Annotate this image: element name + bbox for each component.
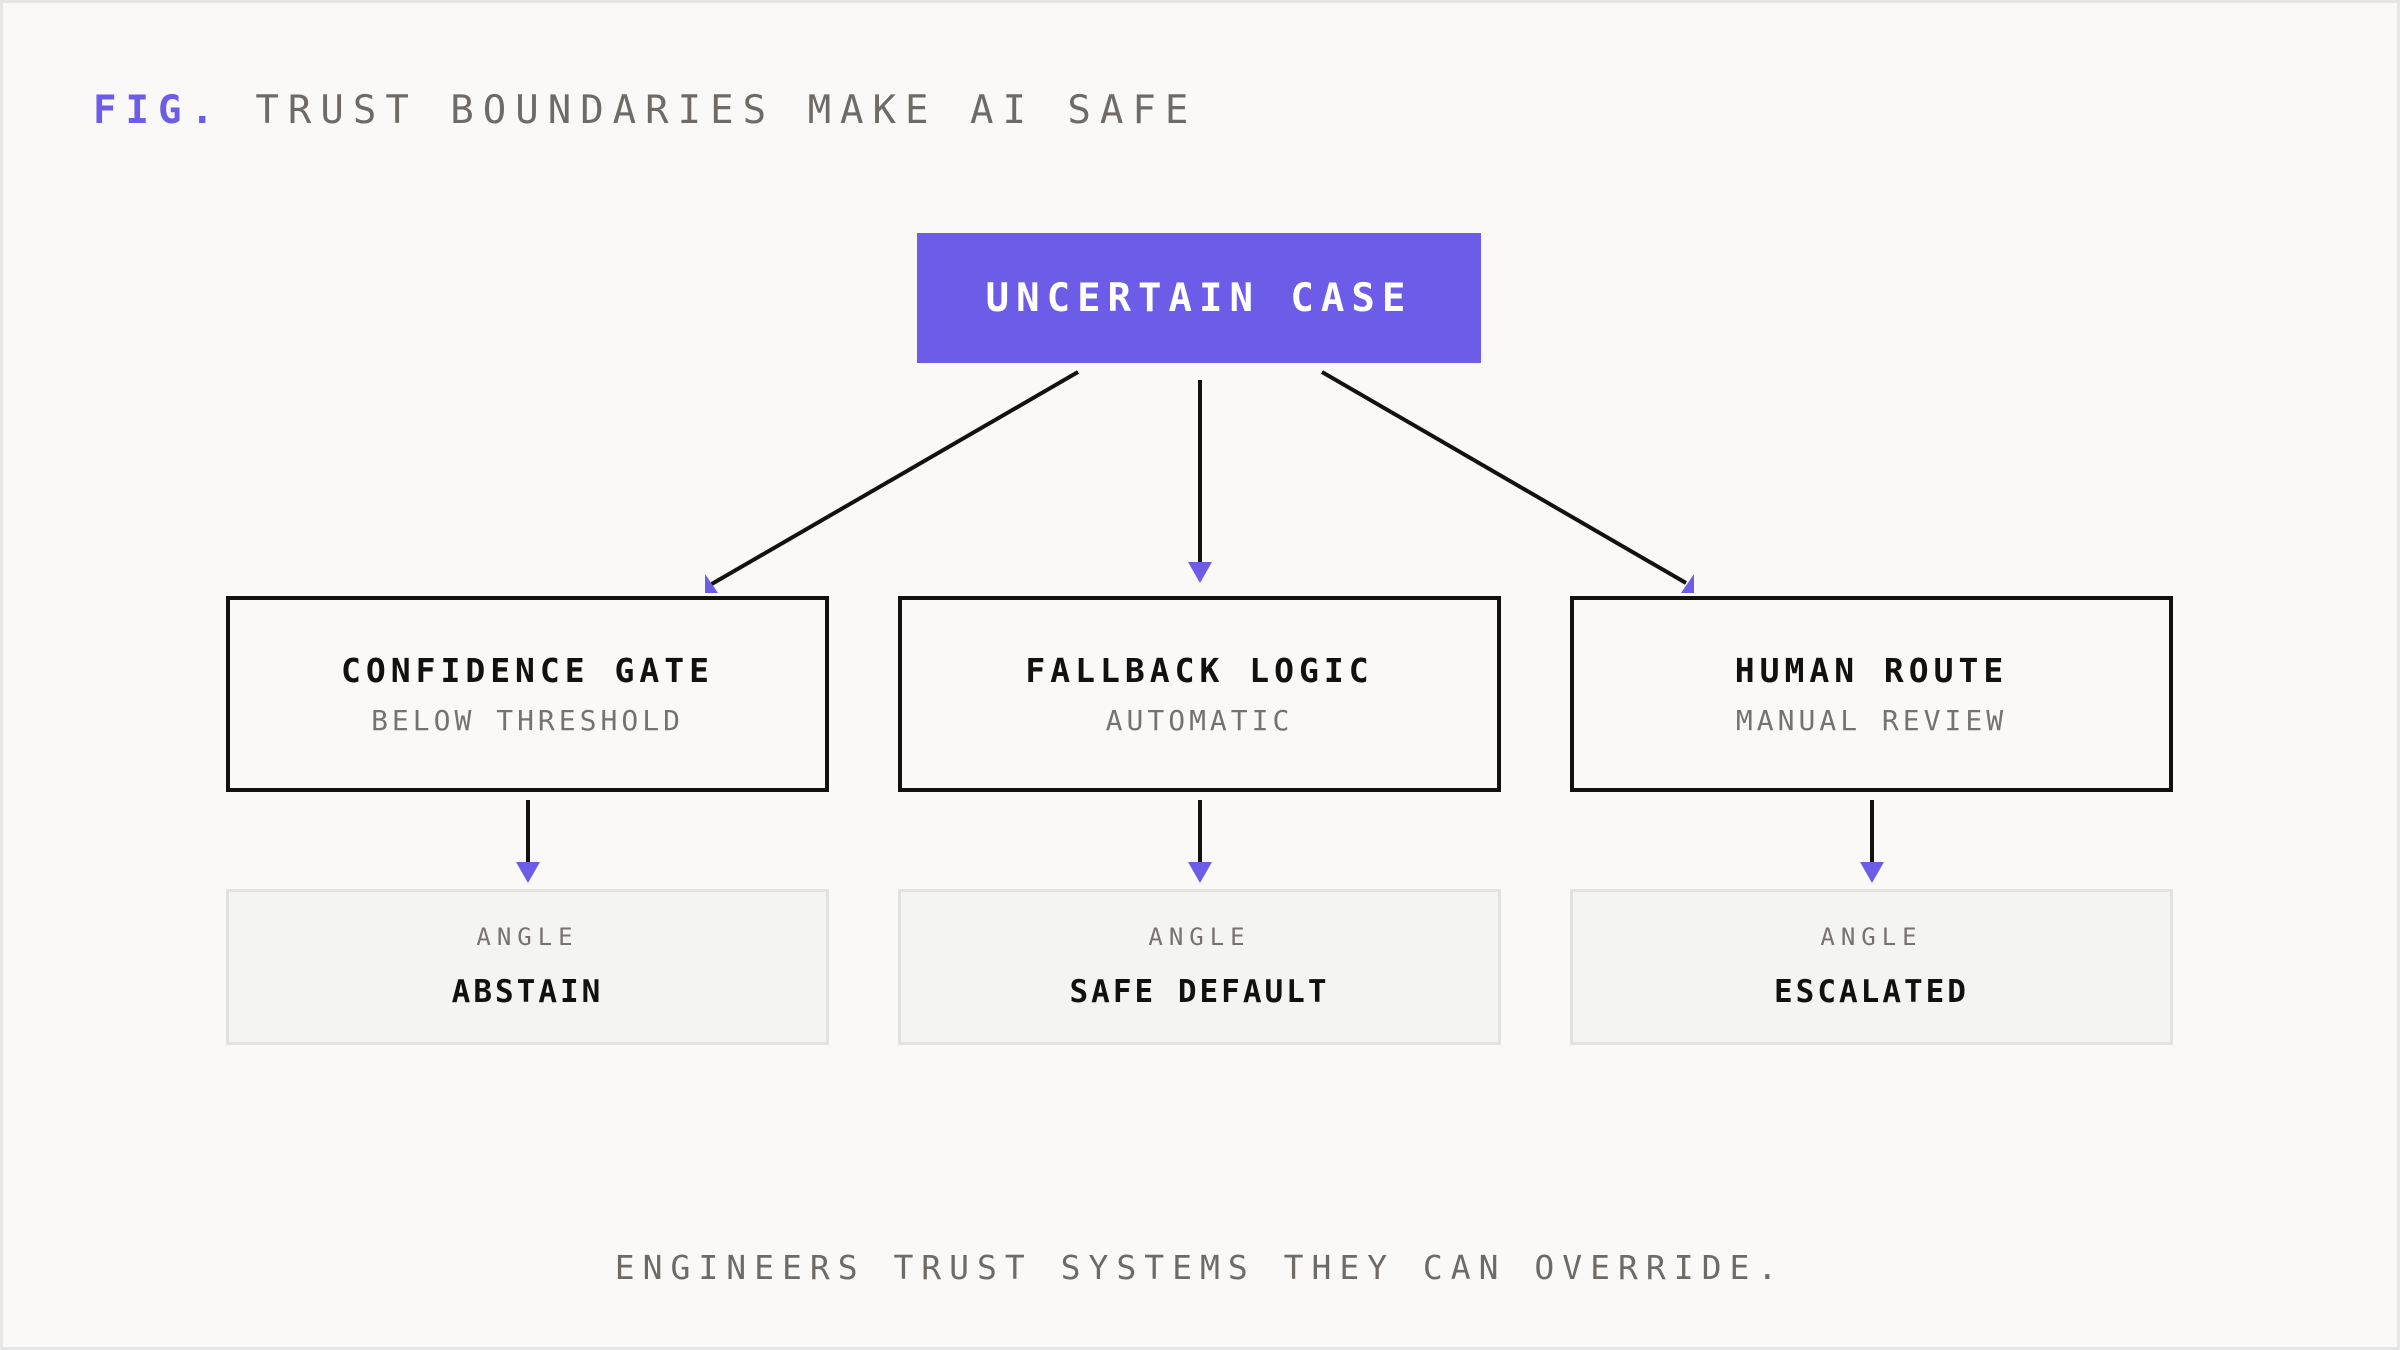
outcome-node-safe-default: ANGLE SAFE DEFAULT [898, 889, 1501, 1045]
figure-title: FIG. TRUST BOUNDARIES MAKE AI SAFE [93, 86, 1197, 136]
figure-prefix: FIG. [93, 88, 223, 133]
arrowhead-human-route [1681, 574, 1694, 593]
arrowhead-outcome-escalated [1860, 862, 1884, 883]
branch-subtitle: AUTOMATIC [1105, 704, 1294, 737]
outcome-node-escalated: ANGLE ESCALATED [1570, 889, 2173, 1045]
arrowhead-fallback-logic [1188, 562, 1212, 583]
figure-title-text: TRUST BOUNDARIES MAKE AI SAFE [255, 88, 1198, 133]
outcome-value: ABSTAIN [451, 974, 604, 1010]
outcome-label: ANGLE [1820, 923, 1923, 951]
connector-root-to-confidence-gate [708, 370, 1080, 587]
arrowhead-outcome-safe-default [1188, 862, 1212, 883]
branch-node-fallback-logic: FALLBACK LOGIC AUTOMATIC [898, 596, 1501, 792]
tagline: ENGINEERS TRUST SYSTEMS THEY CAN OVERRID… [614, 1248, 1786, 1287]
branch-subtitle: MANUAL REVIEW [1735, 704, 2008, 737]
arrowhead-outcome-abstain [516, 862, 540, 883]
branch-title: HUMAN ROUTE [1734, 651, 2009, 690]
arrowhead-confidence-gate [705, 574, 718, 593]
branch-title: FALLBACK LOGIC [1025, 651, 1374, 690]
root-node-label: UNCERTAIN CASE [985, 275, 1413, 321]
branch-subtitle: BELOW THRESHOLD [371, 704, 684, 737]
branch-node-human-route: HUMAN ROUTE MANUAL REVIEW [1570, 596, 2173, 792]
outcome-value: ESCALATED [1774, 974, 1969, 1010]
connector-root-to-human-route [1320, 370, 1688, 585]
outcome-label: ANGLE [1148, 923, 1251, 951]
outcome-node-abstain: ANGLE ABSTAIN [226, 889, 829, 1045]
branch-title: CONFIDENCE GATE [340, 651, 714, 690]
outcome-label: ANGLE [476, 923, 579, 951]
root-node-uncertain-case: UNCERTAIN CASE [917, 233, 1481, 363]
outcome-value: SAFE DEFAULT [1069, 974, 1330, 1010]
branch-node-confidence-gate: CONFIDENCE GATE BELOW THRESHOLD [226, 596, 829, 792]
